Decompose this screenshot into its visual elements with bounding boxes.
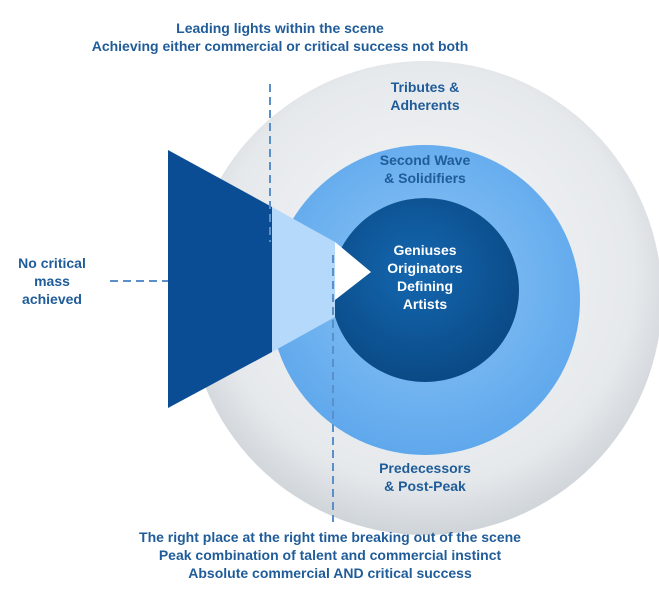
- core-line4: Artists: [402, 296, 448, 312]
- core-line3: Defining: [397, 278, 453, 294]
- middle-ring-bottom-line1: Predecessors: [379, 460, 471, 476]
- bottom-caption-line1: The right place at the right time breaki…: [139, 529, 521, 545]
- core-label: Geniuses Originators Defining Artists: [365, 241, 485, 313]
- top-caption-line1: Leading lights within the scene: [176, 20, 384, 36]
- middle-ring-top-line2: & Solidifiers: [384, 170, 466, 186]
- top-caption: Leading lights within the scene Achievin…: [70, 19, 490, 55]
- bottom-caption-line3: Absolute commercial AND critical success: [188, 565, 472, 581]
- middle-ring-top-label: Second Wave & Solidifiers: [355, 151, 495, 187]
- left-caption-line2: mass: [34, 273, 70, 289]
- bottom-caption: The right place at the right time breaki…: [100, 528, 560, 582]
- left-caption-line1: No critical: [18, 255, 86, 271]
- bottom-caption-line2: Peak combination of talent and commercia…: [158, 547, 502, 563]
- left-caption: No critical mass achieved: [12, 254, 92, 308]
- core-line2: Originators: [387, 260, 463, 276]
- core-circle: [331, 198, 519, 382]
- middle-ring-bottom-line2: & Post-Peak: [384, 478, 466, 494]
- left-caption-line3: achieved: [22, 291, 82, 307]
- core-line1: Geniuses: [393, 242, 457, 258]
- entry-triangle-light: [272, 207, 335, 352]
- outer-ring-label: Tributes & Adherents: [365, 78, 485, 114]
- outer-ring-line1: Tributes &: [390, 79, 460, 95]
- middle-ring-bottom-label: Predecessors & Post-Peak: [355, 459, 495, 495]
- middle-ring-top-line1: Second Wave: [379, 152, 471, 168]
- outer-ring-line2: Adherents: [390, 97, 460, 113]
- top-caption-line2: Achieving either commercial or critical …: [91, 38, 469, 54]
- entry-triangle-tip-lower: [335, 268, 371, 300]
- entry-triangle-dark: [168, 150, 272, 408]
